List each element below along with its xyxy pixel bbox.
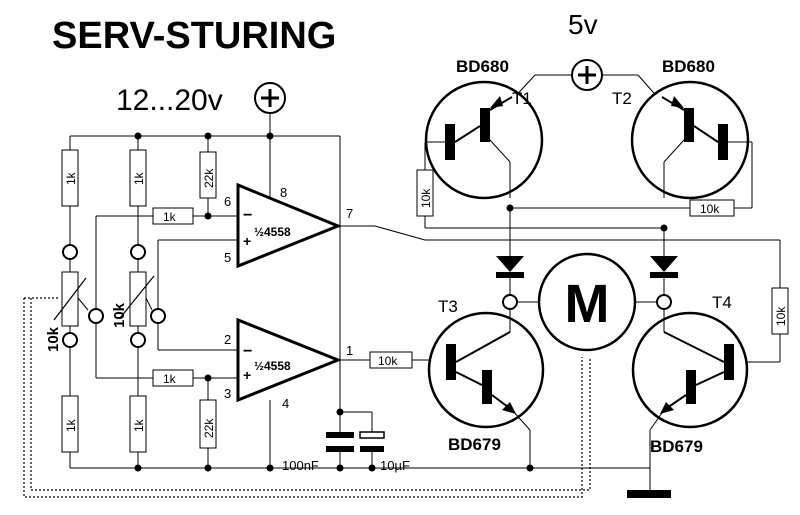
diode-right	[650, 228, 678, 320]
svg-text:10k: 10k	[378, 354, 398, 368]
svg-text:22k: 22k	[202, 418, 216, 438]
svg-text:−: −	[243, 207, 252, 224]
pot-left-label: 10k	[45, 326, 62, 352]
opamp-upper: − + ½4558 6 5 8 7	[224, 182, 353, 269]
svg-text:1k: 1k	[163, 372, 177, 386]
svg-text:10k: 10k	[774, 306, 788, 326]
transistor-t4: T4 BD679	[631, 293, 749, 456]
svg-text:1: 1	[346, 343, 353, 358]
resistor-top-left: 1k	[61, 136, 79, 244]
svg-text:1k: 1k	[64, 418, 78, 432]
svg-text:+: +	[243, 367, 251, 383]
svg-text:½4558: ½4558	[254, 359, 291, 373]
svg-text:22k: 22k	[202, 168, 216, 188]
svg-text:BD680: BD680	[456, 57, 509, 76]
svg-text:4: 4	[282, 396, 289, 411]
diode-left	[496, 208, 524, 320]
capacitor-electrolytic: 10µF	[359, 412, 410, 473]
svg-text:BD679: BD679	[650, 437, 703, 456]
svg-text:1k: 1k	[132, 171, 146, 185]
bridge-plus-icon	[571, 59, 603, 91]
dotted-motor-link	[23, 297, 591, 498]
transistor-t3: T3 BD679	[427, 297, 545, 468]
capacitor-ceramic: 100nF	[282, 408, 372, 473]
svg-text:10µF: 10µF	[380, 458, 410, 473]
svg-text:−: −	[243, 343, 252, 360]
svg-text:7: 7	[346, 206, 353, 221]
svg-text:3: 3	[224, 386, 231, 401]
motor-label: M	[565, 274, 610, 334]
transistor-t2: T2 BD680	[612, 57, 752, 200]
resistor-t1-base: 10k	[416, 142, 668, 232]
resistor-t2-base: 10k	[506, 142, 753, 217]
svg-text:BD679: BD679	[448, 435, 501, 454]
transistor-t1: T1 BD680	[424, 57, 544, 200]
svg-text:100nF: 100nF	[282, 458, 319, 473]
output-upper-wire	[338, 225, 781, 288]
top-rail	[70, 113, 341, 412]
pot-right-label: 10k	[111, 302, 128, 328]
resistor-t4-base: 10k	[735, 287, 789, 363]
resistor-22k-bottom: 22k	[199, 378, 217, 468]
svg-text:1k: 1k	[132, 418, 146, 432]
svg-text:1k: 1k	[64, 171, 78, 185]
svg-text:T2: T2	[612, 89, 632, 108]
motor: M	[517, 252, 657, 352]
svg-text:10k: 10k	[700, 202, 720, 216]
svg-text:8: 8	[280, 185, 287, 200]
svg-text:½4558: ½4558	[254, 225, 291, 239]
svg-text:6: 6	[224, 194, 231, 209]
ground-icon	[627, 490, 671, 498]
opamp-lower: − + ½4558 2 3 4 1	[224, 317, 353, 411]
svg-text:T3: T3	[438, 297, 458, 316]
svg-text:+: +	[243, 233, 251, 249]
supply-plus-icon	[254, 82, 286, 114]
resistor-top-mid: 1k	[129, 136, 147, 244]
svg-text:T1: T1	[512, 89, 532, 108]
svg-text:T4: T4	[712, 293, 732, 312]
supply-main-label: 12...20v	[116, 84, 223, 117]
svg-text:BD680: BD680	[662, 57, 715, 76]
resistor-fb-lower: 1k	[152, 369, 238, 387]
svg-text:10k: 10k	[419, 188, 433, 208]
svg-text:5: 5	[224, 250, 231, 265]
resistor-bottom-left: 1k	[61, 348, 79, 468]
svg-text:2: 2	[224, 332, 231, 347]
title: SERV-STURING	[52, 15, 336, 57]
resistor-bottom-mid: 1k	[129, 348, 147, 468]
resistor-22k-top: 22k	[199, 136, 217, 216]
pot-right: 10k	[111, 244, 166, 348]
resistor-fb-upper: 1k	[152, 207, 238, 225]
svg-text:1k: 1k	[163, 210, 177, 224]
wiper-wires	[95, 215, 238, 379]
supply-bridge-label: 5v	[568, 9, 598, 40]
pot-left: 10k	[45, 244, 104, 352]
